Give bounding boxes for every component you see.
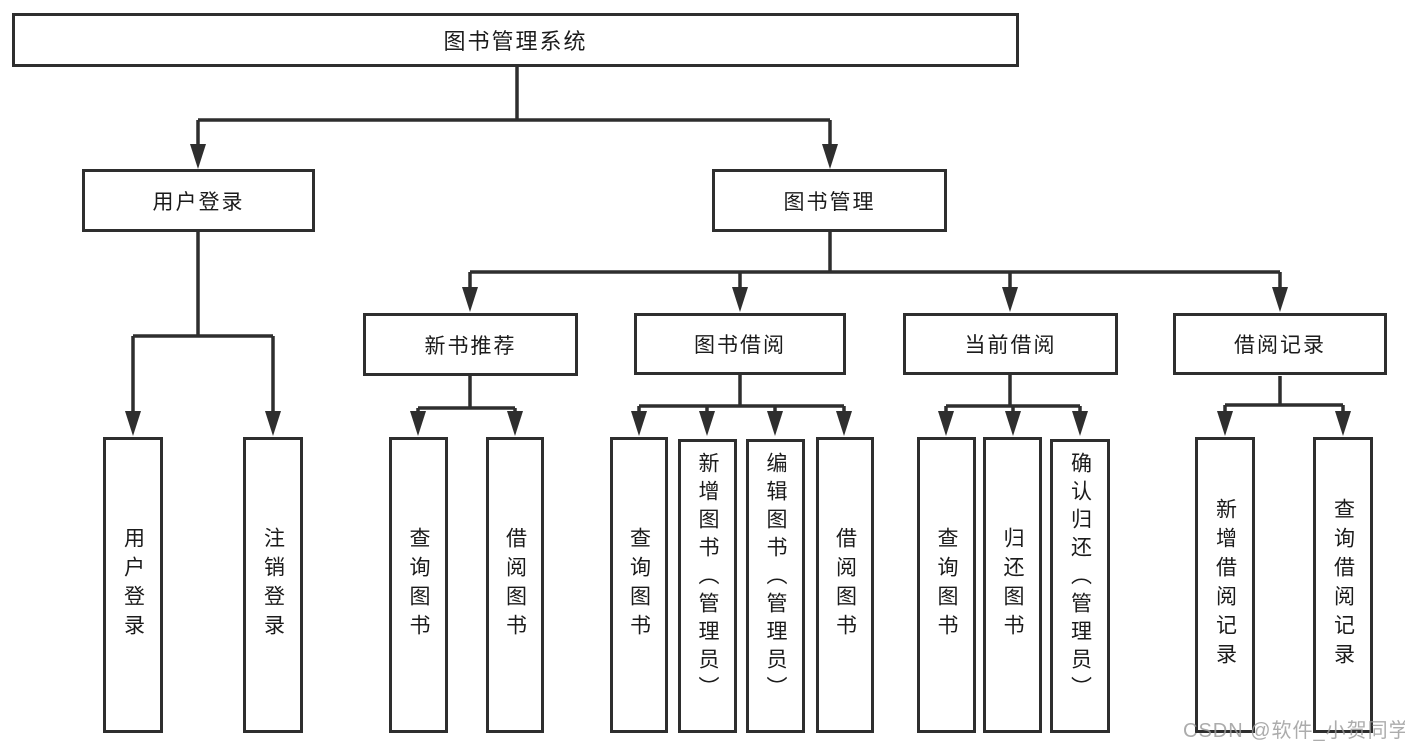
leaf-borrow-edit-books-admin-label: 编辑图书（管理员） <box>764 452 787 704</box>
node-user-login: 用户登录 <box>82 169 315 232</box>
leaf-newbook-query-books: 查询图书 <box>389 437 448 733</box>
leaf-user-login: 用户登录 <box>103 437 163 733</box>
node-new-book-recommend-label: 新书推荐 <box>424 334 517 358</box>
leaf-current-confirm-return-admin: 确认归还（管理员） <box>1050 439 1110 733</box>
node-book-management-label: 图书管理 <box>783 190 876 214</box>
leaf-current-return-books-label: 归还图书 <box>1001 527 1024 643</box>
node-current-borrow: 当前借阅 <box>903 313 1118 375</box>
leaf-newbook-borrow-books-label: 借阅图书 <box>503 527 527 643</box>
leaf-borrow-query-books-label: 查询图书 <box>627 527 651 643</box>
node-user-login-label: 用户登录 <box>152 190 245 214</box>
leaf-newbook-borrow-books: 借阅图书 <box>486 437 544 733</box>
leaf-records-add-record: 新增借阅记录 <box>1195 437 1255 733</box>
leaf-records-query-record-label: 查询借阅记录 <box>1331 498 1355 672</box>
leaf-borrow-borrow-books-label: 借阅图书 <box>833 527 857 643</box>
leaf-current-query-books-label: 查询图书 <box>935 527 958 643</box>
node-new-book-recommend: 新书推荐 <box>363 313 578 376</box>
leaf-borrow-edit-books-admin: 编辑图书（管理员） <box>746 439 805 733</box>
node-book-borrow: 图书借阅 <box>634 313 846 375</box>
node-root: 图书管理系统 <box>12 13 1019 67</box>
node-book-management: 图书管理 <box>712 169 947 232</box>
leaf-user-login-label: 用户登录 <box>121 527 145 643</box>
node-borrow-records-label: 借阅记录 <box>1234 334 1326 357</box>
watermark: CSDN @软件_小贺同学 <box>1183 720 1405 742</box>
node-current-borrow-label: 当前借阅 <box>964 334 1057 357</box>
node-borrow-records: 借阅记录 <box>1173 313 1387 375</box>
node-book-borrow-label: 图书借阅 <box>694 334 786 357</box>
leaf-borrow-add-books-admin: 新增图书（管理员） <box>678 439 737 733</box>
leaf-records-add-record-label: 新增借阅记录 <box>1213 498 1237 672</box>
leaf-current-confirm-return-admin-label: 确认归还（管理员） <box>1068 452 1092 704</box>
leaf-borrow-borrow-books: 借阅图书 <box>816 437 874 733</box>
leaf-borrow-add-books-admin-label: 新增图书（管理员） <box>696 452 719 704</box>
leaf-current-return-books: 归还图书 <box>983 437 1042 733</box>
leaf-current-query-books: 查询图书 <box>917 437 976 733</box>
leaf-records-query-record: 查询借阅记录 <box>1313 437 1373 733</box>
leaf-borrow-query-books: 查询图书 <box>610 437 668 733</box>
leaf-logout: 注销登录 <box>243 437 303 733</box>
leaf-logout-label: 注销登录 <box>261 527 285 643</box>
leaf-newbook-query-books-label: 查询图书 <box>407 527 430 643</box>
node-root-label: 图书管理系统 <box>443 29 588 54</box>
